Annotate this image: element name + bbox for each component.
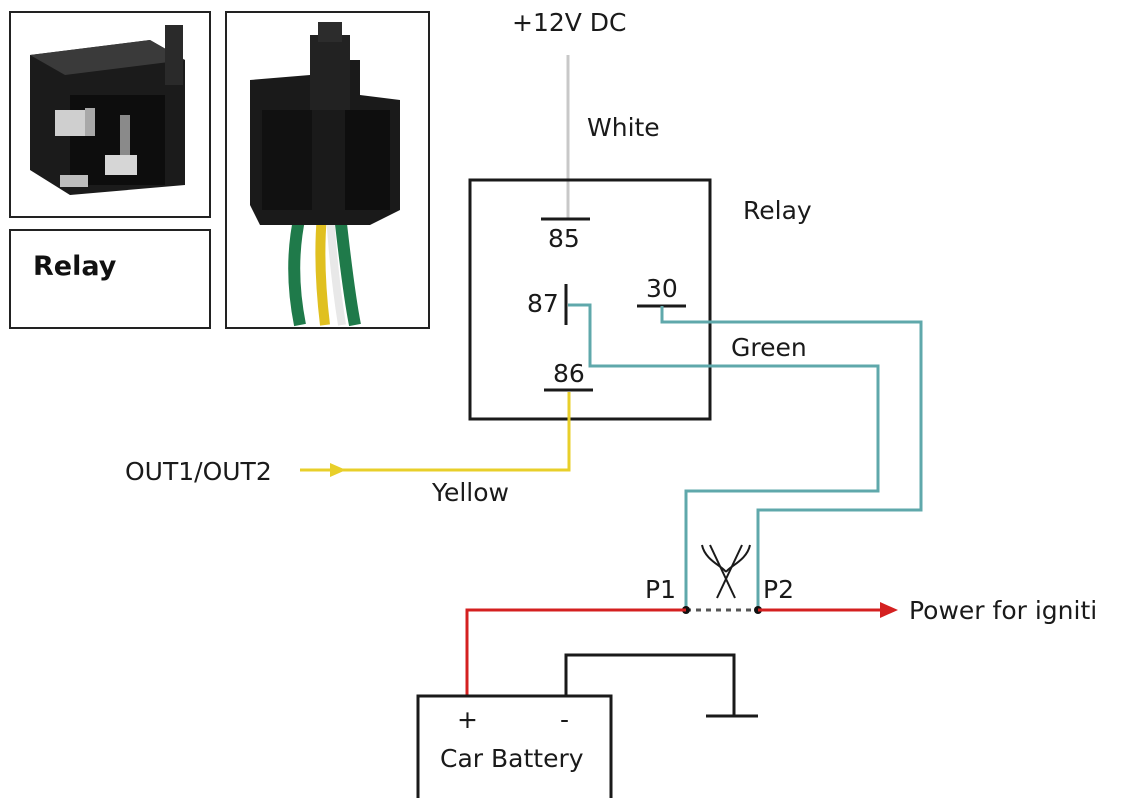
pin-30-label: 30 <box>646 274 678 303</box>
green-wire-30 <box>660 306 923 610</box>
battery-plus-label: + <box>457 705 478 734</box>
pin-86-label: 86 <box>553 359 585 388</box>
relay-label: Relay <box>743 196 812 225</box>
relay-box <box>468 178 712 421</box>
red-arrowhead <box>880 602 898 618</box>
relay-schematic: Relay 85 87 30 86 <box>468 178 812 421</box>
battery-box <box>416 694 613 798</box>
supply-label: +12V DC <box>512 8 627 37</box>
relay-caption-panel: Relay <box>9 229 211 329</box>
relay-caption: Relay <box>33 251 117 282</box>
p2-label: P2 <box>763 575 794 604</box>
yellow-wire-label: Yellow <box>431 478 509 507</box>
pin-85-label: 85 <box>548 224 580 253</box>
white-wire-label: White <box>587 113 660 142</box>
relay-photo-panel <box>9 11 211 218</box>
battery-label: Car Battery <box>440 744 584 773</box>
yellow-wire <box>300 392 571 472</box>
cut-scissors-icon <box>701 544 751 599</box>
control-label: OUT1/OUT2 <box>125 457 272 486</box>
green-wire-87 <box>568 303 880 610</box>
socket-photo <box>250 22 400 327</box>
ignition-output-label: Power for igniti <box>909 596 1097 625</box>
ground-wire <box>564 653 736 716</box>
yellow-arrowhead <box>330 463 346 477</box>
pin-87-label: 87 <box>527 289 559 318</box>
battery-minus-label: - <box>560 705 569 734</box>
red-wire-battery <box>465 608 686 696</box>
green-wire-label: Green <box>731 333 807 362</box>
p1-label: P1 <box>645 575 676 604</box>
relay-photo <box>30 25 185 195</box>
socket-photo-panel <box>225 11 430 329</box>
